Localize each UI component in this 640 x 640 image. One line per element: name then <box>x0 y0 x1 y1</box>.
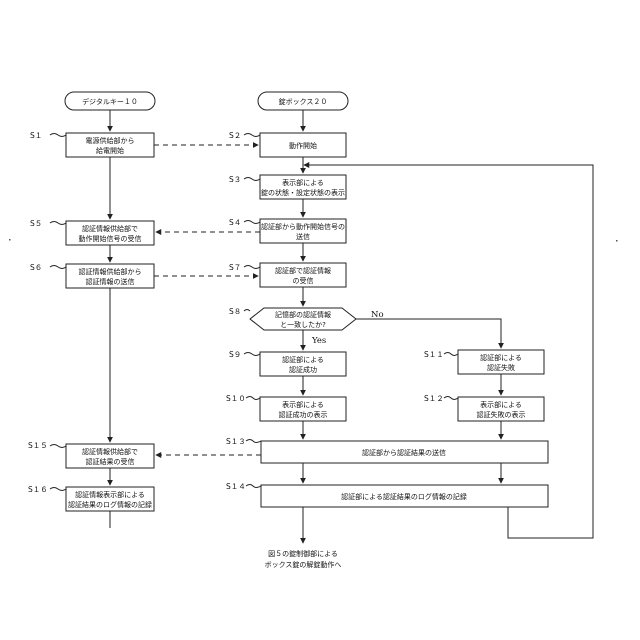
step-text: 認証成功の表示 <box>279 410 328 419</box>
tilde-mark <box>50 134 66 137</box>
terminator-digital-key-label: デジタルキー１０ <box>82 97 138 106</box>
step-text: の受信 <box>293 276 314 285</box>
step-label: S６ <box>30 263 42 272</box>
step-text: 認証部による <box>480 353 522 362</box>
step-text: 表示部による <box>480 400 522 409</box>
step-label: S１１ <box>424 350 444 359</box>
tilde-mark <box>244 221 260 224</box>
step-box-s5: 認証情報供給部で 動作開始信号の受信 <box>66 221 154 245</box>
step-label: S５ <box>30 219 42 228</box>
step-text: 錠の状態・設定状態の表示 <box>261 188 345 197</box>
step-text: 認証情報供給部で <box>82 447 138 456</box>
step-box-s4: 認証部から動作開始信号の 送信 <box>260 219 346 243</box>
step-label: S１６ <box>28 485 48 494</box>
tilde-mark <box>50 488 66 491</box>
step-label: S１５ <box>28 441 48 450</box>
step-box-s9: 認証部による 認証成功 <box>260 352 346 376</box>
step-text: 認証成功 <box>289 365 317 374</box>
step-box-s3: 表示部による 錠の状態・設定状態の表示 <box>260 175 346 199</box>
step-text: 動作開始信号の受信 <box>79 234 142 243</box>
step-text: 電源供給部から <box>86 136 135 145</box>
step-text: 認証情報供給部で <box>82 224 138 233</box>
step-text: 表示部による <box>282 400 324 409</box>
step-box-s6: 認証情報供給部から 認証情報の送信 <box>66 264 154 288</box>
step-box-s11: 認証部による 認証失敗 <box>458 350 544 374</box>
step-text: 動作開始 <box>289 141 317 150</box>
step-text: 認証失敗 <box>487 363 515 372</box>
decision-s8: 記憶部の認証情報 と一致したか? <box>250 308 356 330</box>
step-labels: S１ S５ S６ S１５ S１６ S２ S３ S４ S７ S８ S９ S１０ S… <box>28 131 458 494</box>
tilde-mark <box>50 445 66 448</box>
tilde-mark <box>246 397 260 400</box>
step-text: 表示部による <box>282 178 324 187</box>
step-text: 認証結果の受信 <box>86 457 135 466</box>
tilde-mark <box>244 134 260 137</box>
yes-label: Yes <box>311 336 326 346</box>
tilde-mark <box>50 222 66 225</box>
step-box-s12: 表示部による 認証失敗の表示 <box>458 397 544 421</box>
tilde-mark <box>50 266 66 269</box>
step-text: 認証部から認証結果の送信 <box>362 448 446 457</box>
step-label: S７ <box>229 263 241 272</box>
step-box-s1: 電源供給部から 給電開始 <box>66 133 154 157</box>
tilde-mark <box>244 353 260 356</box>
footer-line: ボックス錠の解錠動作へ <box>265 560 342 569</box>
scan-speck <box>9 239 11 241</box>
terminator-lock-box-label: 錠ボックス２０ <box>279 97 328 106</box>
step-text: 記憶部の認証情報 <box>275 310 331 319</box>
step-text: 認証部による <box>282 355 324 364</box>
step-label: S２ <box>229 131 241 140</box>
step-label: S１３ <box>226 437 246 446</box>
step-text: 認証情報供給部から <box>79 267 142 276</box>
tilde-mark <box>444 397 458 400</box>
step-text: 認証結果のログ情報の記録 <box>68 500 152 509</box>
terminator-digital-key: デジタルキー１０ <box>65 92 155 110</box>
step-label: S３ <box>229 175 241 184</box>
step-label: S４ <box>229 218 241 227</box>
terminator-lock-box: 錠ボックス２０ <box>258 92 348 110</box>
step-box-s2: 動作開始 <box>260 133 346 157</box>
tilde-mark <box>244 310 250 312</box>
step-label: S９ <box>229 350 241 359</box>
step-text: 認証失敗の表示 <box>477 410 526 419</box>
step-text: 送信 <box>296 232 310 241</box>
step-box-s7: 認証部で認証情報 の受信 <box>260 263 346 287</box>
step-box-s16: 認証情報表示部による 認証結果のログ情報の記録 <box>66 487 154 511</box>
step-label: S１４ <box>226 482 246 491</box>
footer-note: 図５の錠制御部による ボックス錠の解錠動作へ <box>265 549 342 569</box>
tilde-mark <box>244 266 260 269</box>
step-label: S１ <box>30 131 42 140</box>
step-box-s14: 認証部による認証結果のログ情報の記録 <box>261 485 548 507</box>
tilde-mark <box>244 178 260 181</box>
step-text: 認証部から動作開始信号の <box>261 222 345 231</box>
step-text: 給電開始 <box>96 146 124 155</box>
step-text: 認証部による認証結果のログ情報の記録 <box>341 492 467 501</box>
step-label: S８ <box>229 307 241 316</box>
step-text: と一致したか? <box>280 320 326 329</box>
step-text: 認証部で認証情報 <box>275 266 331 275</box>
scan-speck <box>616 240 618 242</box>
tilde-mark <box>246 440 261 443</box>
step-box-s15: 認証情報供給部で 認証結果の受信 <box>66 444 154 468</box>
no-label: No <box>371 310 384 320</box>
step-label: S１０ <box>226 394 246 403</box>
step-box-s13: 認証部から認証結果の送信 <box>261 441 548 463</box>
step-text: 認証情報表示部による <box>75 490 145 499</box>
tilde-mark <box>444 353 458 356</box>
footer-line: 図５の錠制御部による <box>268 549 338 558</box>
tilde-mark <box>246 485 261 488</box>
communication-arrows <box>154 145 261 455</box>
step-box-s10: 表示部による 認証成功の表示 <box>260 397 346 421</box>
step-label: S１２ <box>424 394 444 403</box>
step-text: 認証情報の送信 <box>86 277 135 286</box>
